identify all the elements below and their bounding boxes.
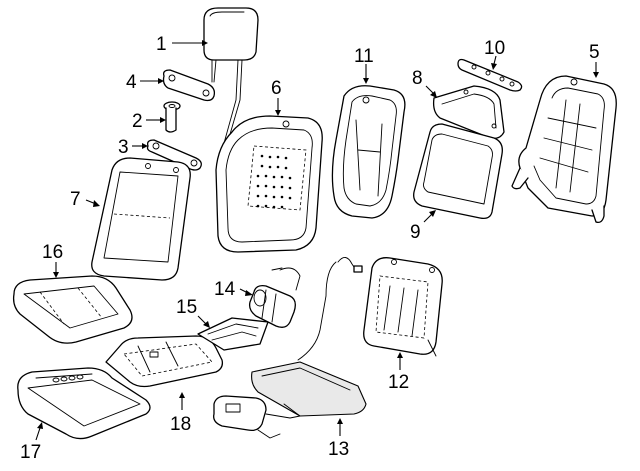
bracket-icon[interactable] bbox=[162, 69, 216, 102]
heater-mat-icon[interactable] bbox=[105, 335, 224, 388]
heater-element-icon[interactable] bbox=[197, 317, 269, 351]
callout-1: 1 bbox=[156, 34, 167, 55]
cushion-cover-icon[interactable] bbox=[12, 275, 133, 344]
headrest-icon[interactable] bbox=[203, 7, 259, 173]
callout-9: 9 bbox=[410, 222, 421, 243]
callout-7: 7 bbox=[70, 189, 81, 210]
back-heater-icon[interactable] bbox=[363, 257, 443, 357]
callout-16: 16 bbox=[42, 242, 63, 263]
wire-harness-icon[interactable] bbox=[213, 257, 367, 439]
callout-14: 14 bbox=[214, 279, 236, 300]
callout-2: 2 bbox=[132, 111, 143, 132]
callout-leaders bbox=[35, 40, 599, 441]
callout-11: 11 bbox=[354, 46, 374, 67]
callout-12: 12 bbox=[388, 372, 409, 393]
callout-4: 4 bbox=[126, 72, 137, 93]
callout-labels: 1 2 3 4 5 6 7 8 9 10 11 12 13 14 15 16 1… bbox=[20, 34, 600, 463]
lumbar-panel-icon[interactable] bbox=[432, 85, 505, 140]
back-cover-icon[interactable] bbox=[215, 115, 323, 253]
callout-18: 18 bbox=[170, 414, 191, 435]
callout-3: 3 bbox=[118, 137, 129, 158]
guide-sleeve-icon[interactable] bbox=[163, 101, 181, 133]
motor-icon[interactable] bbox=[248, 267, 301, 328]
bracket-icon[interactable] bbox=[146, 139, 202, 171]
callout-15: 15 bbox=[176, 297, 197, 318]
trim-strip-icon[interactable] bbox=[457, 58, 523, 92]
callout-17: 17 bbox=[20, 442, 41, 463]
callout-8: 8 bbox=[412, 68, 423, 89]
cushion-pad-icon[interactable] bbox=[17, 367, 151, 440]
back-pad-icon[interactable] bbox=[331, 85, 406, 219]
callout-10: 10 bbox=[484, 38, 505, 59]
callout-6: 6 bbox=[271, 78, 282, 99]
seat-back-frame-icon[interactable] bbox=[511, 75, 617, 224]
callout-5: 5 bbox=[589, 42, 600, 63]
back-cushion-icon[interactable] bbox=[91, 157, 191, 281]
callout-13: 13 bbox=[328, 439, 349, 460]
rear-panel-icon[interactable] bbox=[413, 123, 503, 220]
